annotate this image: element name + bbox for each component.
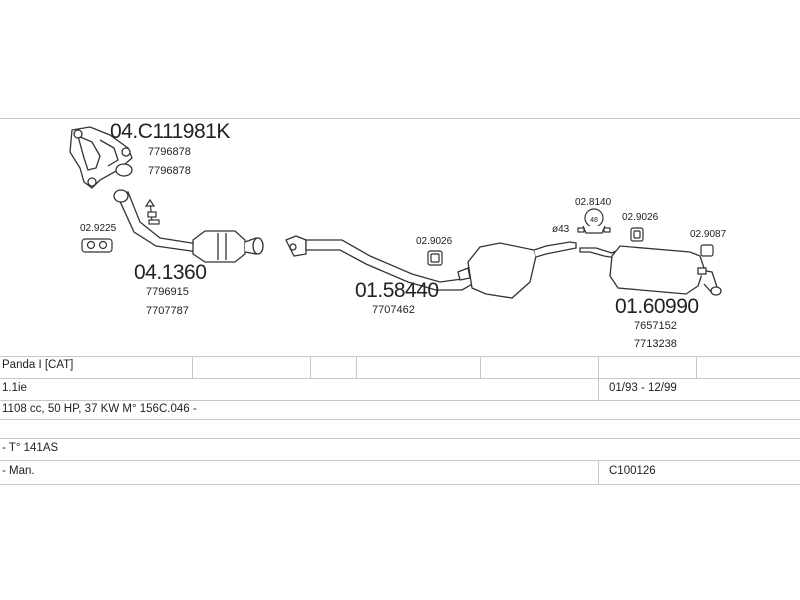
table-divider (696, 356, 697, 378)
hanger-rear-label: 02.9026 (622, 212, 659, 223)
hanger-rear-drawing (630, 227, 644, 242)
hanger-mid-label: 02.9026 (416, 236, 453, 247)
table-divider (598, 356, 599, 378)
gasket-left-label: 02.9225 (80, 223, 117, 234)
manifold-ref-2: 7796878 (148, 165, 191, 177)
engine-variant: 1.1ie (2, 382, 27, 394)
table-divider (310, 356, 311, 378)
gearbox: - Man. (2, 465, 35, 477)
gasket-left-drawing (81, 238, 113, 253)
front-pipe-part-number: 04.1360 (134, 261, 207, 284)
stud-drawing (144, 198, 160, 225)
table-divider (356, 356, 357, 378)
hanger-end-drawing (700, 244, 714, 257)
rear-muffler-part-number: 01.60990 (615, 295, 699, 318)
table-line (0, 484, 800, 485)
rear-muffler-drawing (579, 245, 722, 296)
front-pipe-ref-2: 7707787 (146, 305, 189, 317)
hanger-mid-drawing (427, 250, 443, 266)
table-line (0, 356, 800, 357)
clamp-part-label: 02.8140 (575, 197, 612, 208)
table-divider (598, 460, 599, 484)
exhaust-diagram: 48 (69, 126, 722, 299)
table-line (0, 438, 800, 439)
middle-pipe-ref-1: 7707462 (372, 304, 415, 316)
middle-pipe-drawing (285, 235, 577, 299)
engine-spec: 1108 cc, 50 HP, 37 KW M° 156C.046 - (2, 403, 197, 415)
front-pipe-ref-1: 7796915 (146, 286, 189, 298)
svg-text:48: 48 (590, 217, 598, 224)
clamp-drawing: 48 (577, 208, 611, 234)
table-divider (192, 356, 193, 378)
manifold-ref-1: 7796878 (148, 146, 191, 158)
manifold-drawing (69, 126, 133, 189)
table-line (0, 400, 800, 401)
table-line (0, 419, 800, 420)
table-divider (480, 356, 481, 378)
frame-top-line (0, 118, 800, 119)
rear-muffler-ref-1: 7657152 (634, 320, 677, 332)
rear-muffler-ref-2: 7713238 (634, 338, 677, 350)
hanger-end-label: 02.9087 (690, 229, 727, 240)
manifold-part-number: 04.C111981K (110, 120, 230, 143)
table-line (0, 378, 800, 379)
front-pipe-cat-drawing (113, 189, 264, 263)
catalog-code: C100126 (609, 465, 656, 477)
production-years: 01/93 - 12/99 (609, 382, 677, 394)
table-line (0, 460, 800, 461)
table-divider (598, 378, 599, 400)
vehicle-type: - T° 141AS (2, 442, 59, 454)
vehicle-model: Panda I [CAT] (2, 359, 74, 371)
middle-pipe-part-number: 01.58440 (355, 279, 439, 302)
clamp-diameter-label: ø43 (552, 224, 570, 235)
